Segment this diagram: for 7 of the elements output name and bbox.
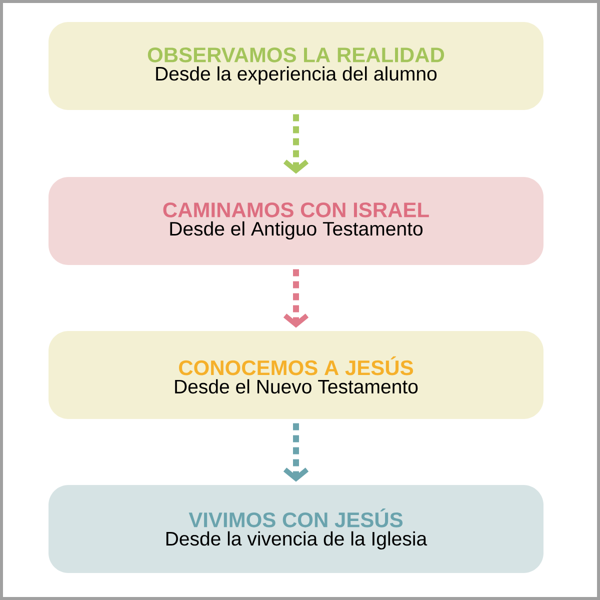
dashed-arrow <box>283 114 309 174</box>
step-box: OBSERVAMOS LA REALIDAD Desde la experiencia del alumno <box>48 22 544 110</box>
step-box: CAMINAMOS CON ISRAEL Desde el Antiguo Testamento <box>48 177 544 265</box>
dashed-arrow <box>283 423 309 482</box>
step-box: CONOCEMOS A JESÚS Desde el Nuevo Testamento <box>48 331 544 419</box>
dashed-arrow <box>283 269 309 328</box>
step-box: VIVIMOS CON JESÚS Desde la vivencia de la Iglesia <box>48 485 544 573</box>
